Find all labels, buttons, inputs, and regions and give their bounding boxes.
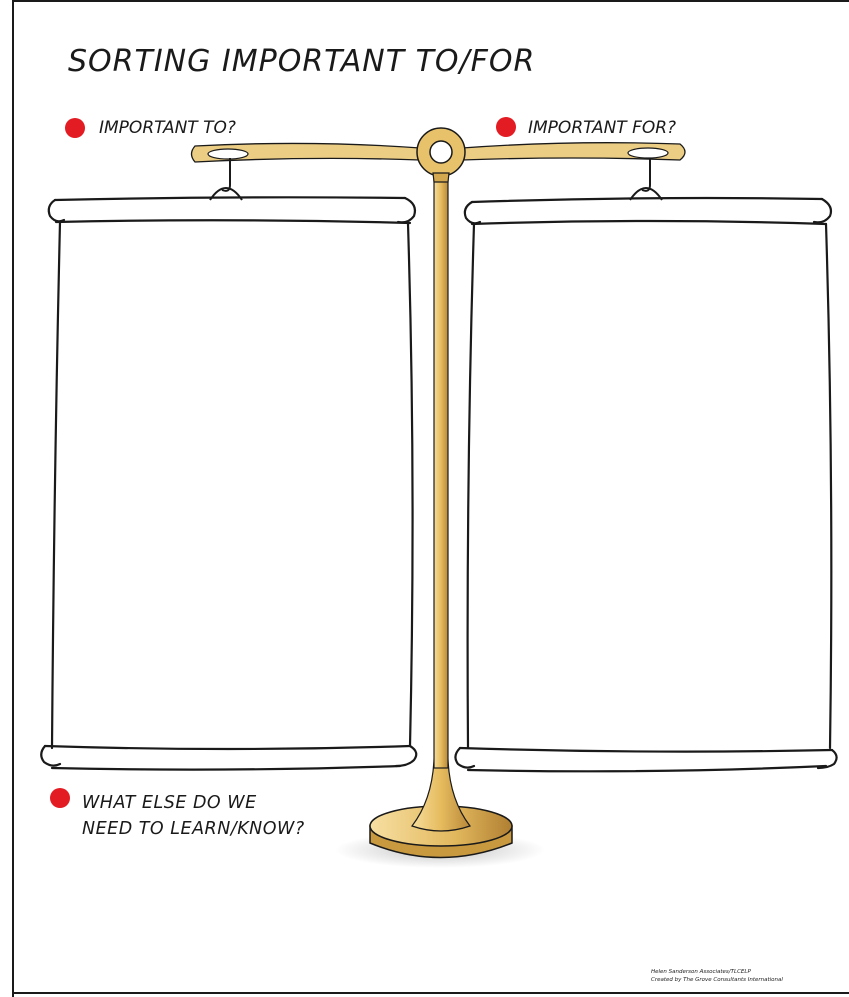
what-else-line-1: WHAT ELSE DO WE — [82, 790, 305, 816]
scale-pole — [434, 168, 448, 768]
what-else-label: WHAT ELSE DO WE NEED TO LEARN/KNOW? — [82, 790, 305, 842]
important-to-label: IMPORTANT TO? — [99, 118, 236, 138]
pivot-ring — [417, 128, 465, 182]
bullet-what-else — [50, 788, 70, 808]
right-scroll-panel — [455, 198, 836, 771]
bullet-important-to — [65, 118, 85, 138]
right-hook — [630, 158, 662, 200]
scale-base — [370, 760, 512, 858]
left-scroll-panel — [41, 197, 416, 769]
important-for-label: IMPORTANT FOR? — [528, 118, 676, 138]
page-title: SORTING IMPORTANT TO/FOR — [68, 44, 535, 79]
left-hook — [210, 158, 242, 200]
credit-text: Helen Sanderson Associates/TLCELP Create… — [651, 968, 831, 984]
credit-line-2: Created by The Grove Consultants Interna… — [651, 976, 831, 984]
bullet-important-for — [496, 117, 516, 137]
credit-line-1: Helen Sanderson Associates/TLCELP — [651, 968, 831, 976]
what-else-line-2: NEED TO LEARN/KNOW? — [82, 816, 305, 842]
